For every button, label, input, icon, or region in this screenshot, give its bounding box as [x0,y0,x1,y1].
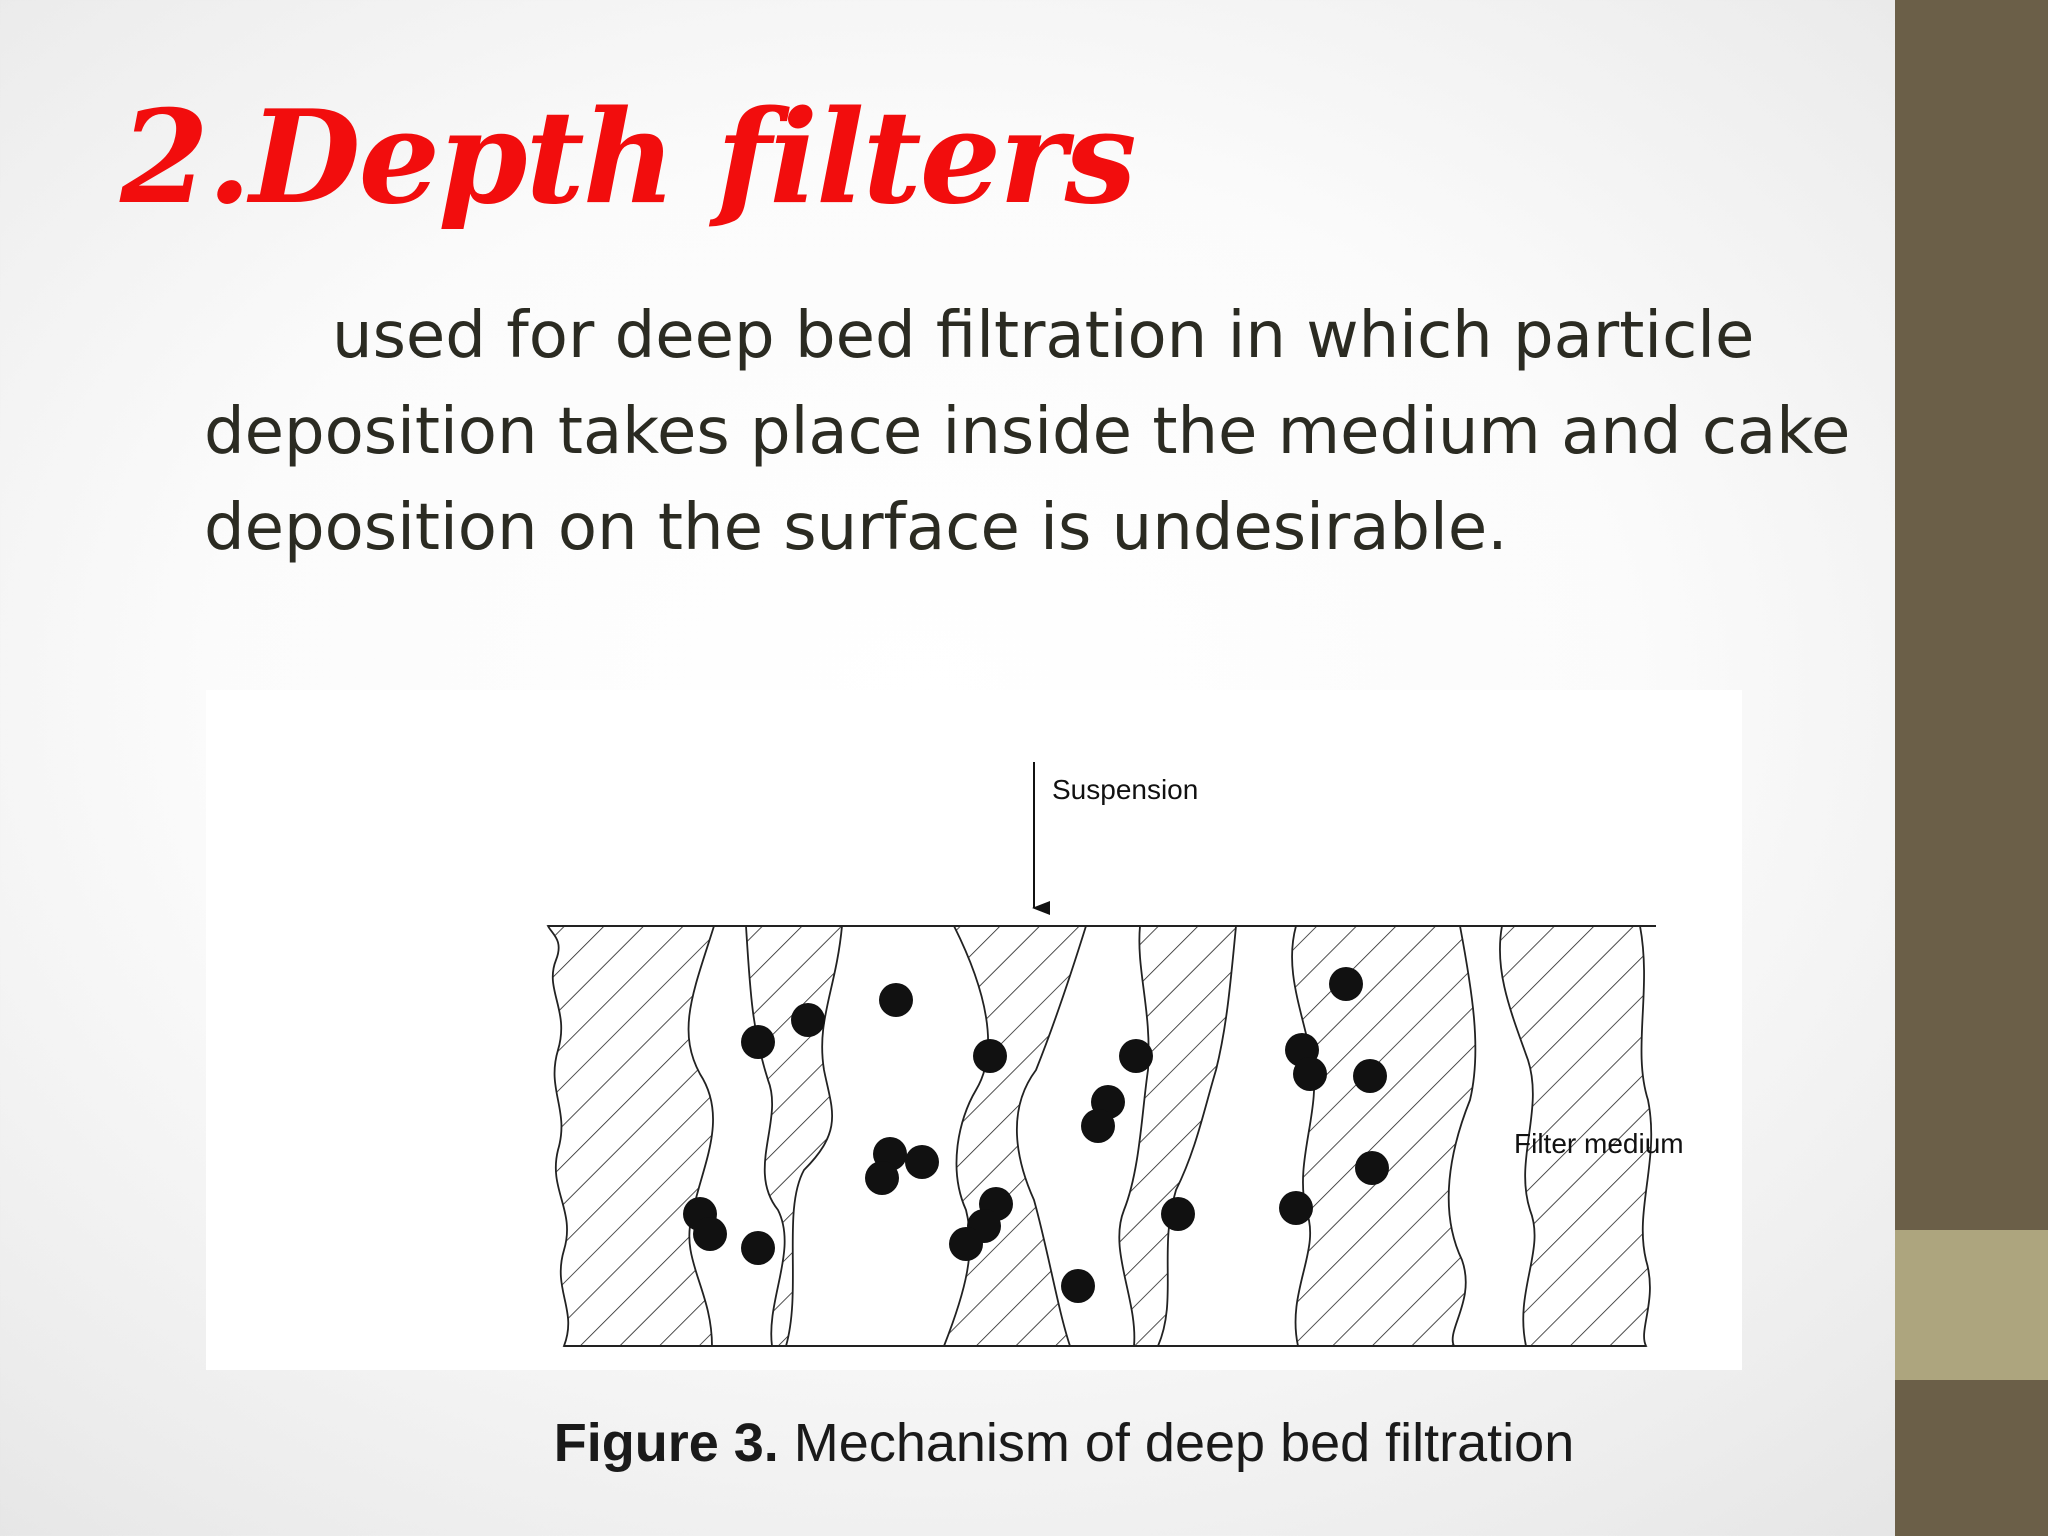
slide-body-text: used for deep bed filtration in which pa… [204,299,1851,565]
figure-caption-label: Figure 3. [553,1413,779,1473]
figure-caption: Figure 3. Mechanism of deep bed filtrati… [0,1412,2048,1474]
trapped-particles [683,967,1389,1303]
suspension-label: Suspension [1052,774,1199,805]
figure-caption-text: Mechanism of deep bed filtration [778,1413,1575,1473]
slide-sidebar-accent [1895,1230,2048,1380]
filter-medium-diagram [546,762,1656,1347]
slide-title: 2.Depth filters [120,83,1137,233]
filter-medium-label: Filter medium [1514,1128,1684,1159]
deep-bed-filtration-figure: Suspension Filter medium [206,690,1742,1370]
